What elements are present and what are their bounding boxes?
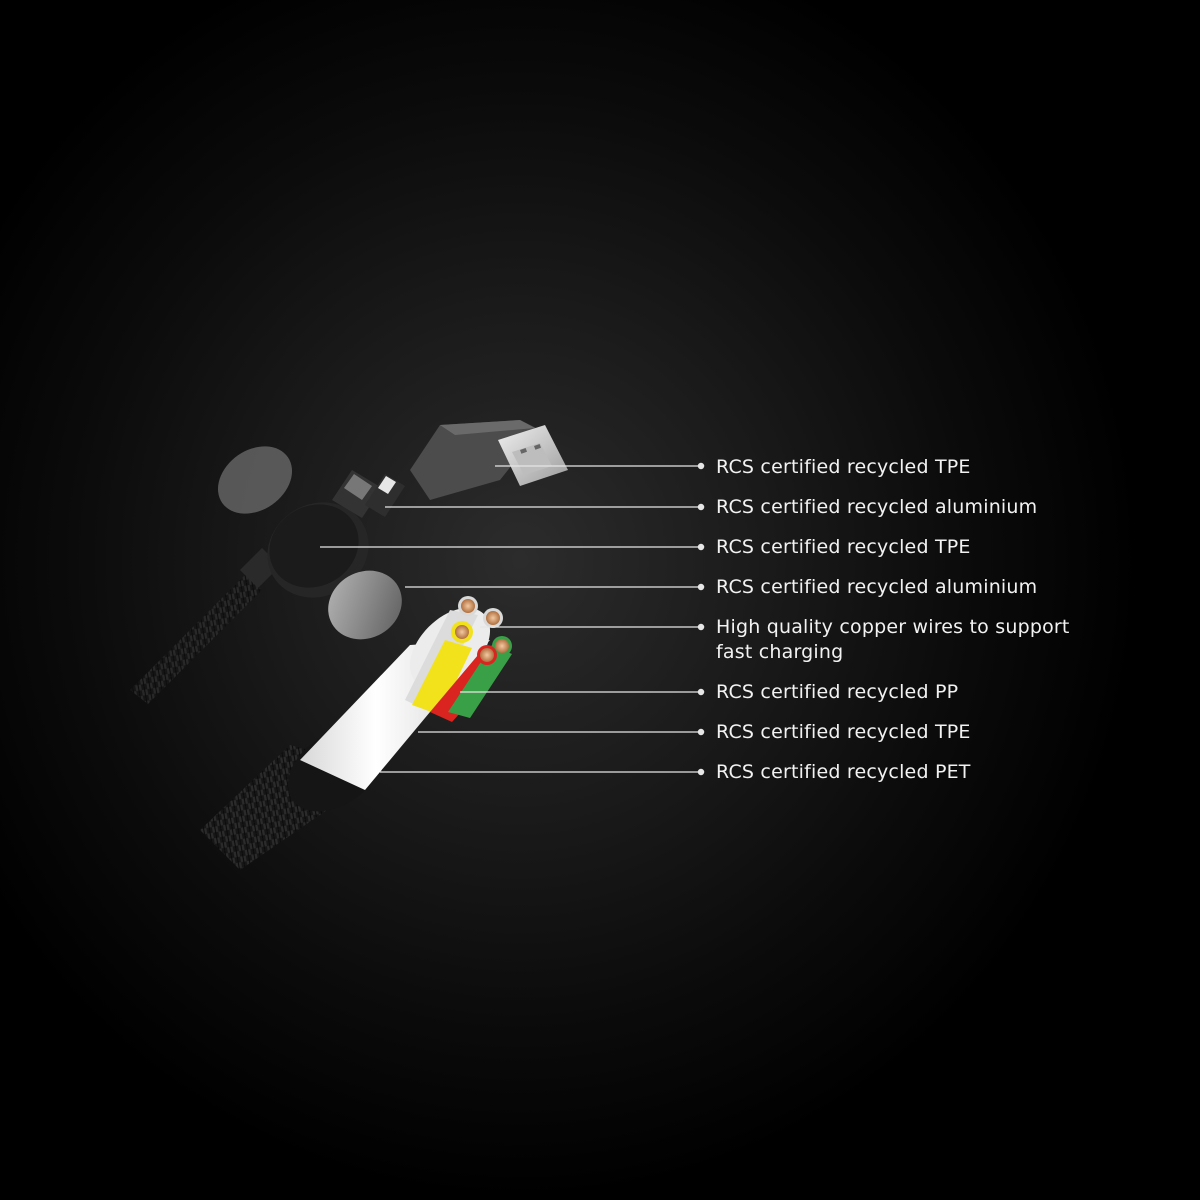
aluminium-disc	[328, 570, 402, 640]
leader-dot-usb-a-housing	[697, 462, 705, 470]
usb-a-connector-icon	[410, 420, 568, 500]
callout-line: RCS certified recycled TPE	[716, 721, 971, 743]
callout-line: RCS certified recycled TPE	[716, 536, 971, 558]
leader-dot-braided-sleeve	[697, 768, 705, 776]
leader-lines	[320, 462, 705, 776]
callout-label-braided-sleeve: RCS certified recycled PET	[716, 760, 971, 785]
leader-dot-wire-insulation	[697, 688, 705, 696]
round-hub	[267, 502, 369, 598]
callout-line: RCS certified recycled PET	[716, 761, 971, 783]
callout-line: RCS certified recycled PP	[716, 681, 959, 703]
callout-label-copper-wires: High quality copper wires to support fast…	[716, 615, 1070, 665]
callout-line: RCS certified recycled aluminium	[716, 576, 1038, 598]
micro-usb-connector-icon	[365, 474, 405, 517]
callout-line: RCS certified recycled aluminium	[716, 496, 1038, 518]
leader-dot-inner-jacket	[697, 728, 705, 736]
upper-braided-cable	[130, 575, 262, 704]
callout-line: RCS certified recycled TPE	[716, 456, 971, 478]
callout-label-wire-insulation: RCS certified recycled PP	[716, 680, 958, 705]
leader-dot-connector-shell	[697, 503, 705, 511]
callout-label-connector-shell: RCS certified recycled aluminium	[716, 495, 1037, 520]
leader-dot-metal-disc	[697, 583, 705, 591]
callout-line: fast charging	[716, 641, 844, 663]
callout-label-usb-a-housing: RCS certified recycled TPE	[716, 455, 971, 480]
grey-disc-back	[217, 446, 293, 514]
callout-label-inner-jacket: RCS certified recycled TPE	[716, 720, 971, 745]
callout-label-metal-disc: RCS certified recycled aluminium	[716, 575, 1037, 600]
callout-label-round-hub: RCS certified recycled TPE	[716, 535, 971, 560]
leader-dot-round-hub	[697, 543, 705, 551]
callout-line: High quality copper wires to support	[716, 616, 1070, 638]
leader-dot-copper-wires	[697, 623, 705, 631]
copper-wires	[451, 596, 512, 665]
